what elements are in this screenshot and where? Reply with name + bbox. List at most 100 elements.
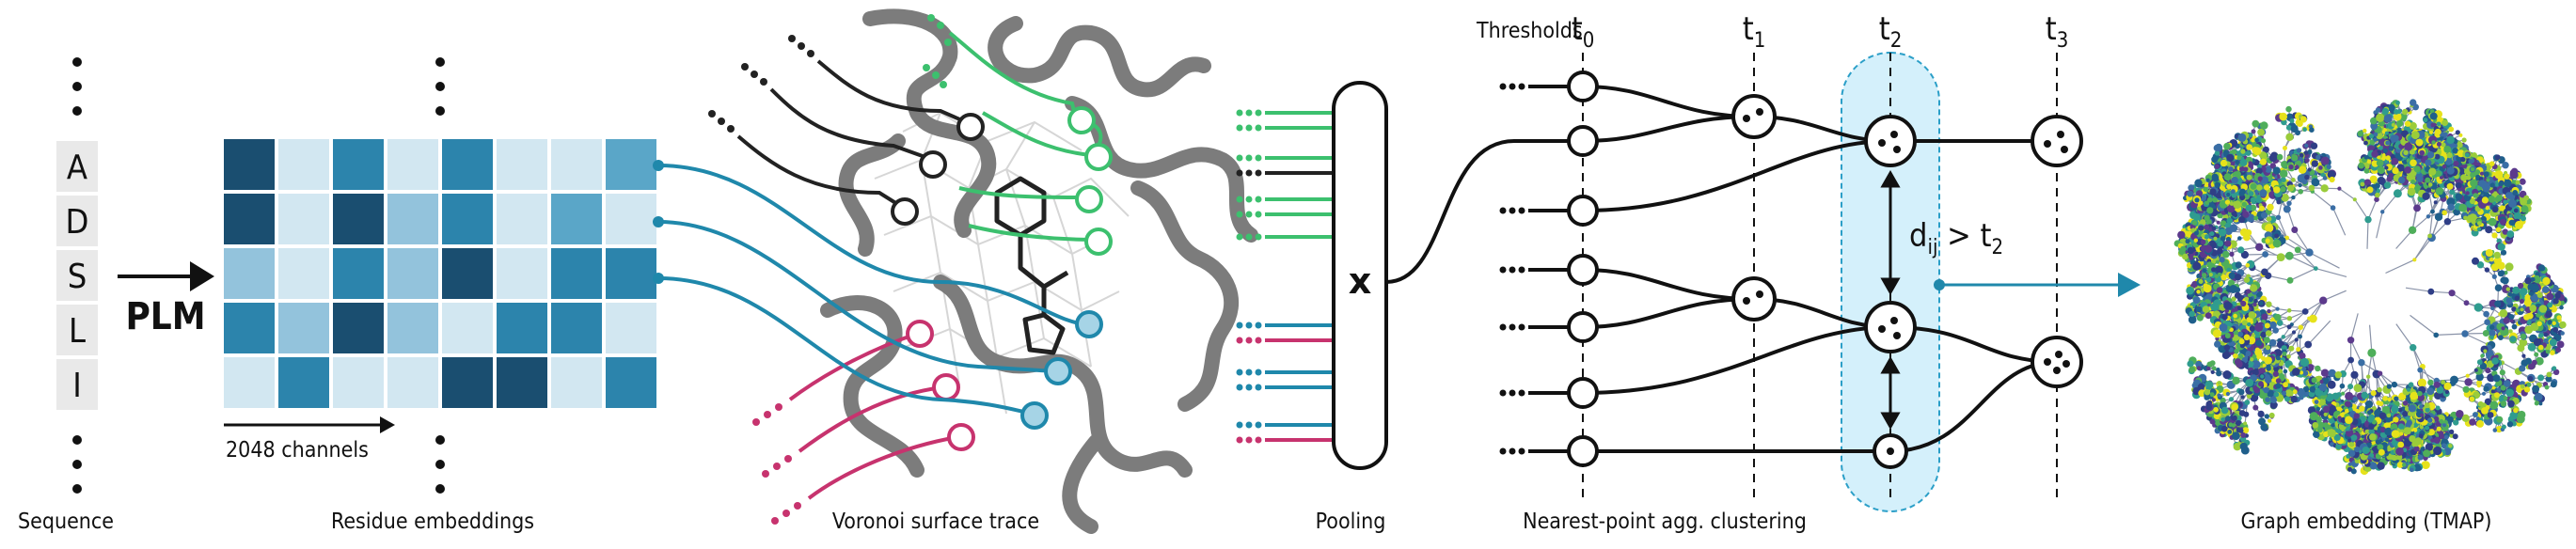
pooling-input-dot <box>1236 169 1243 177</box>
embedding-cell <box>278 357 329 408</box>
pooling-input-dot <box>1255 369 1262 376</box>
embedding-cell <box>387 303 438 353</box>
pooling-input-dot <box>1236 337 1243 344</box>
pooling-input-dot <box>1245 154 1253 162</box>
sequence-letter-box <box>56 250 98 301</box>
distance-arrows <box>1880 169 1901 431</box>
cluster-input-dots <box>1499 83 1525 455</box>
plm-arrow: PLM <box>118 261 214 338</box>
embedding-cell <box>606 303 656 353</box>
embedding-cell <box>387 139 438 190</box>
sequence-letter: L <box>69 312 86 351</box>
sequence-bottom-ellipsis <box>72 435 82 494</box>
pooling-input-dot <box>1255 169 1262 177</box>
embedding-cell <box>224 194 275 244</box>
sequence-top-ellipsis <box>72 57 82 116</box>
dark-trace-dots <box>708 35 814 133</box>
pooling-input-dot <box>1236 384 1243 391</box>
threshold-t1: t1 <box>1743 10 1766 53</box>
graph-panel: Graph embedding (TMAP) <box>2173 99 2568 534</box>
green-trace-dots <box>923 14 952 88</box>
pooling-input-dot <box>1255 322 1262 329</box>
sequence-letter: I <box>72 367 82 405</box>
embedding-cell <box>606 194 656 244</box>
sequence-caption: Sequence <box>18 510 114 534</box>
embedding-cell <box>551 194 602 244</box>
tmap-edge <box>2369 324 2373 353</box>
tmap-edge <box>2289 255 2316 270</box>
pooling-input-dot <box>1255 436 1262 444</box>
t1-nodes <box>1731 94 1777 322</box>
pooling-output-line <box>1385 139 1576 284</box>
tmap-edge <box>2315 268 2347 277</box>
tmap-edge <box>2281 252 2310 259</box>
cluster-edges <box>1528 85 2058 453</box>
protein-backbone <box>820 8 1258 534</box>
dark-contact-circles <box>891 113 985 226</box>
tmap-edge <box>2289 268 2316 281</box>
tmap-edge <box>2395 323 2414 349</box>
pooling-input-dot <box>1236 369 1243 376</box>
pooling-input-dot <box>1255 233 1262 241</box>
embedding-panel: 2048 channels Residue embeddings <box>224 57 656 534</box>
embedding-cell <box>497 248 547 299</box>
dark-traces <box>736 59 972 211</box>
pooling-input-dot <box>1255 337 1262 344</box>
ligand-molecule <box>994 176 1069 355</box>
pooling-input-lines <box>1236 109 1334 444</box>
pooling-input-dot <box>1245 421 1253 429</box>
threshold-lines <box>1582 53 2058 498</box>
tmap-edge <box>2436 333 2466 336</box>
tmap-edge <box>2405 287 2431 292</box>
pooling-input-dot <box>1236 322 1243 329</box>
embedding-cell <box>278 194 329 244</box>
threshold-t2: t2 <box>1879 10 1903 53</box>
embedding-cell <box>551 303 602 353</box>
magenta-contact-circles <box>906 320 975 451</box>
teal-start-dots <box>653 160 664 284</box>
t3-nodes <box>2031 115 2083 388</box>
pooling-input-dot <box>1255 384 1262 391</box>
pooling-input-dot <box>1245 196 1253 203</box>
sequence-letter: D <box>66 203 89 242</box>
tmap-edge <box>2419 369 2438 382</box>
pooling-input-dot <box>1245 109 1253 117</box>
embedding-cell <box>442 357 493 408</box>
pooling-input-dot <box>1245 322 1253 329</box>
embedding-cell <box>497 139 547 190</box>
pooling-panel: x Pooling <box>1236 81 1576 534</box>
pooling-input-dot <box>1255 154 1262 162</box>
embedding-cell <box>224 139 275 190</box>
embedding-cell <box>278 303 329 353</box>
tmap-graph <box>2173 99 2568 476</box>
embedding-cell <box>224 248 275 299</box>
pooling-input-dot <box>1245 124 1253 132</box>
embedding-cell <box>224 357 275 408</box>
teal-contact-circles <box>1020 310 1103 430</box>
pooling-input-dot <box>1236 233 1243 241</box>
pooling-input-dot <box>1245 211 1253 218</box>
embedding-cell <box>224 303 275 353</box>
pooling-input-dot <box>1255 109 1262 117</box>
pooling-input-dot <box>1236 196 1243 203</box>
embedding-cell <box>333 248 384 299</box>
pooling-input-dot <box>1236 436 1243 444</box>
pooling-symbol: x <box>1349 260 1372 302</box>
t2-nodes <box>1864 115 1917 469</box>
embedding-cell <box>606 139 656 190</box>
voronoi-panel: Voronoi surface trace <box>653 8 1258 534</box>
green-contact-circles <box>1067 106 1113 256</box>
threshold-labels: t0 t1 t2 t3 <box>1572 10 2069 53</box>
clustering-panel: Thresholds t0 t1 t2 t3 <box>1476 10 2083 534</box>
tmap-edge <box>2430 290 2453 294</box>
pooling-caption: Pooling <box>1316 510 1386 534</box>
tmap-edge <box>2350 313 2359 340</box>
thresholds-label: Thresholds <box>1476 19 1583 43</box>
voronoi-caption: Voronoi surface trace <box>832 510 1039 534</box>
embedding-cell <box>497 194 547 244</box>
pooling-input-dot <box>1236 211 1243 218</box>
pooling-input-dot <box>1236 154 1243 162</box>
sequence-letter-box <box>56 141 98 192</box>
